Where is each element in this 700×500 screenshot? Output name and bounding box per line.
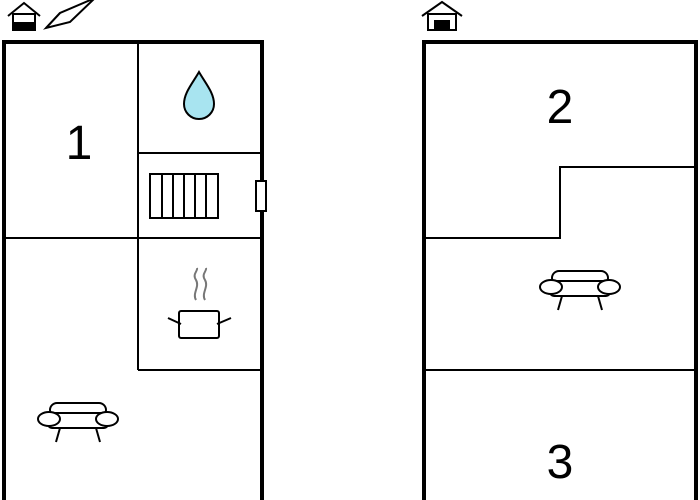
window-marker [255,180,267,212]
floor-plan-right: 2 3 [422,40,698,500]
floor-plan-left: 1 [2,40,267,500]
sofa-icon [539,270,621,311]
house-icon-right [421,0,463,31]
water-drop-icon [182,70,216,120]
sofa-icon [37,402,119,443]
house-icon-left [7,1,41,31]
flag-icon [42,0,95,30]
heater-icon [149,173,219,219]
room-2-label: 2 [547,81,574,134]
room-3-label: 3 [547,436,574,489]
room-1-label: 1 [66,117,93,170]
pot-icon [167,267,232,339]
